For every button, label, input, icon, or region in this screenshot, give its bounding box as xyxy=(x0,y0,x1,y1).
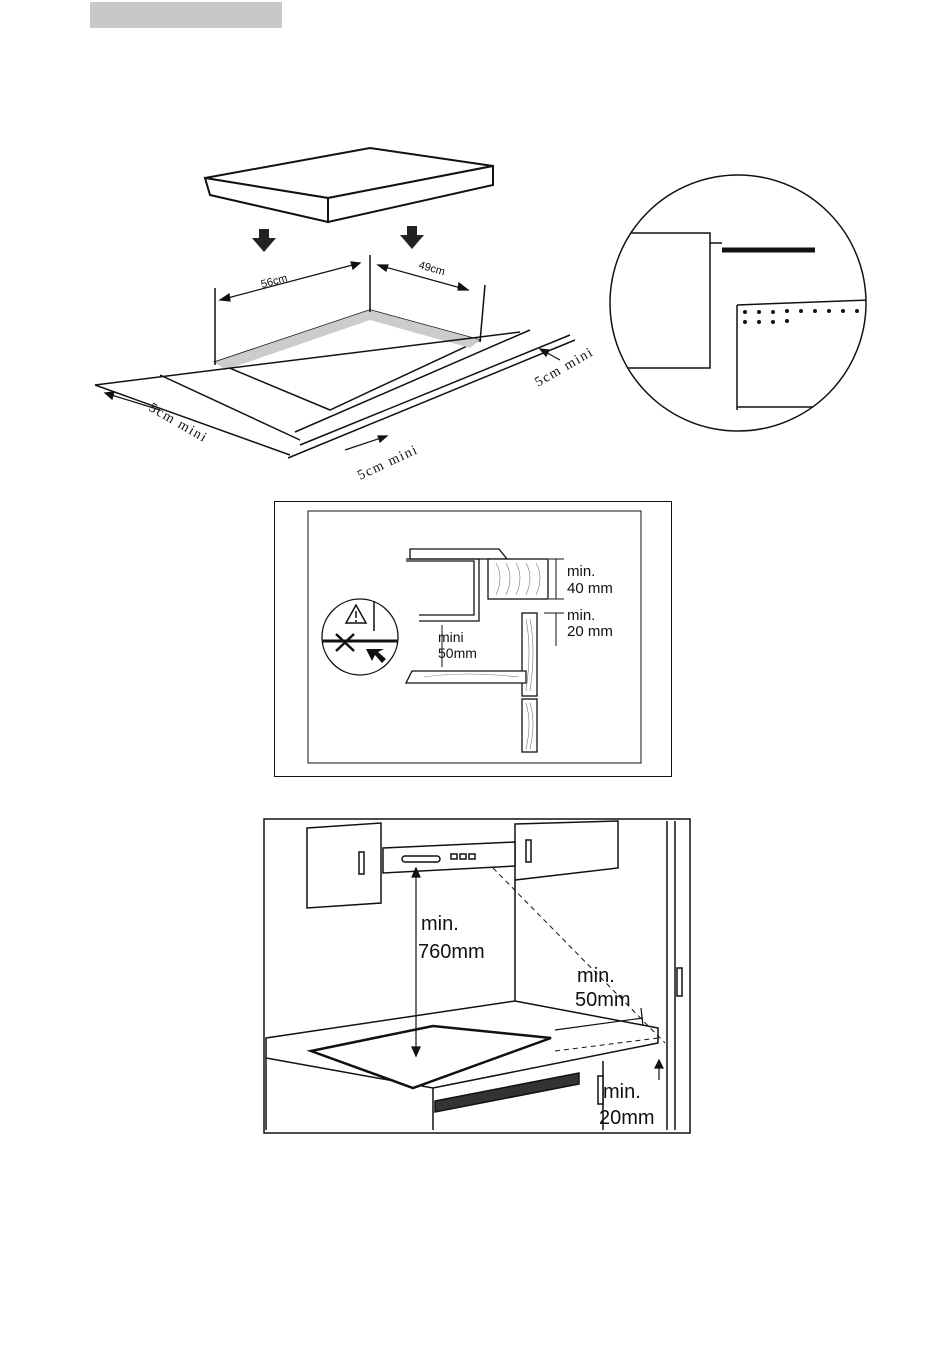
kitchen-diagram: min. 760mm min. 50mm min. 20mm xyxy=(263,818,691,1134)
wall-clearance-value: 50mm xyxy=(575,989,631,1011)
header-bar xyxy=(90,2,282,28)
hob-plate xyxy=(205,148,493,222)
worktop-thickness-value: 40 mm xyxy=(567,580,613,597)
cutout-outline xyxy=(95,255,575,458)
below-value: 50mm xyxy=(438,645,477,661)
hood-control xyxy=(402,856,440,862)
gap-value: 20 mm xyxy=(567,623,613,640)
width-dimension xyxy=(220,262,360,301)
down-arrow-icon xyxy=(400,226,424,249)
cutout-diagram: 56cm 49cm 5cm mini 5cm mini 5cm mini xyxy=(0,130,950,490)
worktop-slab xyxy=(410,549,507,559)
warning-inset xyxy=(322,599,398,675)
upper-cabinet-left xyxy=(307,823,381,908)
gap-min-label: min. xyxy=(567,607,595,624)
lower-panel xyxy=(522,699,537,752)
wall-min-label: min. xyxy=(577,965,615,987)
cabinet-handle xyxy=(359,852,364,874)
clearance-front-label: 5cm mini xyxy=(355,442,421,483)
hood-min-label: min. xyxy=(421,913,459,935)
section-diagram: min. 40 mm min. 20 mm mini 50mm xyxy=(274,501,672,777)
side-min-label: min. xyxy=(603,1081,641,1103)
clearance-front-arrow xyxy=(345,436,387,450)
down-arrow-icon xyxy=(252,229,276,252)
side-clearance-value: 20mm xyxy=(599,1107,655,1129)
tall-cabinet-handle xyxy=(677,968,682,996)
detail-circle xyxy=(600,175,870,431)
width-label: 56cm xyxy=(260,272,289,291)
cabinet-handle xyxy=(526,840,531,862)
worktop-min-label: min. xyxy=(567,563,595,580)
hood-clearance-value: 760mm xyxy=(418,941,485,963)
depth-label: 49cm xyxy=(417,259,446,278)
below-min-label: mini xyxy=(438,629,464,645)
